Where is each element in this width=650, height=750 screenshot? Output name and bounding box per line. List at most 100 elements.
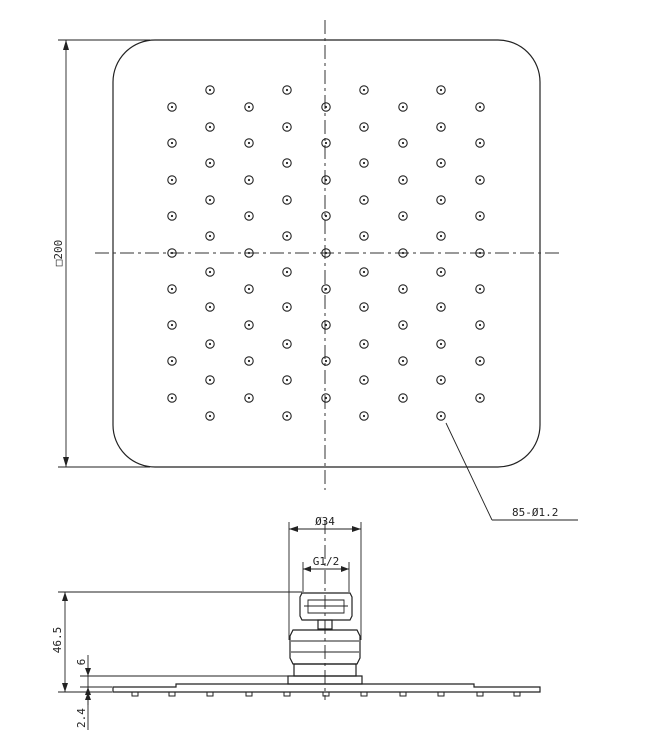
nozzle-hole-center: [324, 141, 328, 145]
nozzle-hole: [282, 231, 292, 241]
nozzle-hole: [244, 138, 254, 148]
nozzle-hole-center: [362, 234, 366, 238]
side-nozzle-tip: [206, 691, 214, 697]
side-nozzle-tip: [168, 691, 176, 697]
nozzle-hole: [167, 248, 177, 258]
nozzle-hole-center: [324, 178, 328, 182]
nozzle-hole-center: [478, 359, 482, 363]
nozzle-spec-label: 85-Ø1.2: [512, 506, 558, 519]
nozzle-hole: [282, 122, 292, 132]
height-label: 46.5: [51, 627, 64, 654]
nozzle-hole: [205, 158, 215, 168]
nozzle-hole: [244, 356, 254, 366]
side-nozzle-tip: [437, 691, 445, 697]
nozzle-hole: [436, 195, 446, 205]
nozzle-hole: [359, 411, 369, 421]
nozzle-hole: [167, 102, 177, 112]
nozzle-hole: [321, 320, 331, 330]
nozzle-hole-center: [401, 214, 405, 218]
nozzle-hole-center: [208, 378, 212, 382]
nozzle-hole-center: [439, 234, 443, 238]
nozzle-hole: [205, 267, 215, 277]
nozzle-hole: [205, 122, 215, 132]
nozzle-hole: [436, 267, 446, 277]
nozzle-hole-center: [401, 359, 405, 363]
nozzle-hole-center: [170, 359, 174, 363]
nozzle-hole: [167, 393, 177, 403]
nozzle-hole: [436, 375, 446, 385]
shower-plate: [112, 683, 541, 693]
nozzle-hole-center: [208, 270, 212, 274]
side-nozzle-tip: [245, 691, 253, 697]
nozzle-hole-center: [478, 141, 482, 145]
nozzle-hole: [321, 138, 331, 148]
nozzle-hole: [475, 138, 485, 148]
nozzle-hole-center: [285, 161, 289, 165]
nozzle-hole: [475, 211, 485, 221]
nozzle-hole: [475, 320, 485, 330]
nozzle-hole: [244, 248, 254, 258]
nozzle-hole-center: [439, 161, 443, 165]
nozzle-hole-center: [247, 359, 251, 363]
connector-diameter-label: Ø34: [315, 515, 335, 528]
nozzle-hole: [321, 175, 331, 185]
side-nozzle-tip: [360, 691, 368, 697]
nozzle-leader-line: [445, 422, 493, 521]
nozzle-hole-center: [478, 178, 482, 182]
nozzle-hole: [436, 85, 446, 95]
nozzle-hole-center: [362, 125, 366, 129]
nozzle-hole: [282, 302, 292, 312]
nozzle-hole-center: [170, 214, 174, 218]
height-arrow-bottom: [62, 683, 68, 692]
nozzle-hole-center: [208, 88, 212, 92]
size-arrow-bottom: [63, 457, 69, 467]
nozzle-hole: [359, 195, 369, 205]
nozzle-hole: [475, 102, 485, 112]
nozzle-hole: [282, 85, 292, 95]
nozzle-hole-center: [439, 198, 443, 202]
nozzle-hole: [398, 248, 408, 258]
nozzle-hole: [436, 411, 446, 421]
size-label: □200: [52, 240, 65, 267]
nozzle-hole: [321, 102, 331, 112]
nozzle-hole: [205, 302, 215, 312]
nozzle-hole-center: [324, 105, 328, 109]
nozzle-hole: [359, 85, 369, 95]
ball-joint: [289, 629, 361, 665]
nozzle-hole-center: [324, 214, 328, 218]
nozzle-hole: [321, 393, 331, 403]
nozzle-hole: [321, 284, 331, 294]
nozzle-hole: [398, 320, 408, 330]
nozzle-hole: [282, 267, 292, 277]
nozzle-hole-center: [208, 198, 212, 202]
nozzle-hole-center: [362, 378, 366, 382]
nozzle-hole-center: [401, 251, 405, 255]
nozzle-hole-center: [285, 414, 289, 418]
nozzle-hole: [475, 175, 485, 185]
nozzle-hole-center: [478, 214, 482, 218]
thread-label: G1/2: [313, 555, 340, 568]
nozzle-hole-center: [324, 359, 328, 363]
nozzle-hole: [475, 393, 485, 403]
nozzle-hole: [167, 356, 177, 366]
thread-nut-inner: [307, 599, 345, 614]
thickness-label: 2.4: [75, 708, 88, 728]
nozzle-hole-center: [362, 198, 366, 202]
gap-label: 6: [75, 659, 88, 666]
nozzle-hole: [321, 248, 331, 258]
nozzle-hole-center: [439, 342, 443, 346]
nozzle-hole: [359, 231, 369, 241]
nozzle-hole: [436, 339, 446, 349]
nozzle-hole: [436, 302, 446, 312]
nozzle-hole-center: [478, 287, 482, 291]
nozzle-hole: [359, 302, 369, 312]
nozzle-hole-center: [401, 323, 405, 327]
nozzle-hole-center: [401, 105, 405, 109]
side-nozzles: [131, 691, 521, 697]
nozzle-hole-center: [478, 251, 482, 255]
nozzle-hole-center: [170, 287, 174, 291]
nozzle-hole-center: [208, 161, 212, 165]
nozzle-hole: [475, 284, 485, 294]
nozzle-hole-center: [401, 287, 405, 291]
nozzle-hole: [282, 375, 292, 385]
